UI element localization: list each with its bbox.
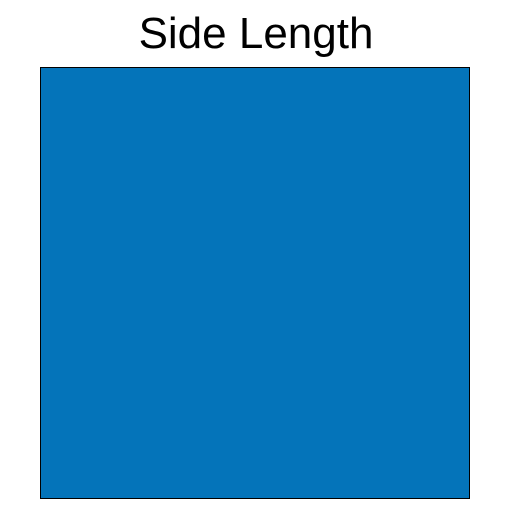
diagram-title: Side Length — [138, 9, 374, 58]
square-shape — [40, 67, 470, 499]
